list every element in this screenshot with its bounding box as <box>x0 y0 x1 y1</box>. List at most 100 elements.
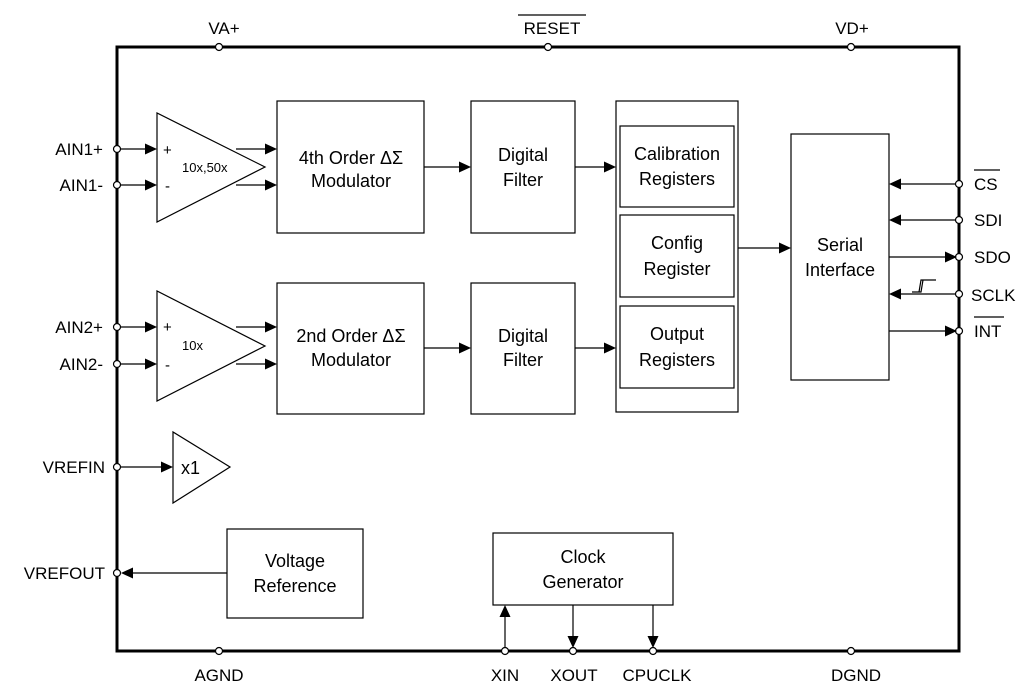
output-registers-box <box>619 305 735 389</box>
pin-reset-label: RESET <box>524 19 581 38</box>
pin-va-label: VA+ <box>208 19 239 38</box>
vrefout-arrow <box>121 567 133 579</box>
pin-dgnd-label: DGND <box>831 666 881 685</box>
pin-agnd-label: AGND <box>194 666 243 685</box>
serial-line1: Serial <box>817 235 863 255</box>
serial-interface-box <box>790 133 890 381</box>
amp1-gain: 10x,50x <box>182 160 228 175</box>
vrefin-arrow <box>161 461 173 473</box>
calibration-line1: Calibration <box>634 144 720 164</box>
pin-vd-label: VD+ <box>835 19 869 38</box>
vref-line1: Voltage <box>265 551 325 571</box>
filter2-line2: Filter <box>503 350 543 370</box>
amp2-minus: - <box>165 357 170 374</box>
pin-xout-label: XOUT <box>550 666 597 685</box>
pin-ain1p-terminal <box>112 144 122 154</box>
pin-va-terminal <box>214 42 224 52</box>
pin-sclk-terminal <box>954 289 964 299</box>
pin-ain2p-terminal <box>112 322 122 332</box>
ain1n-arrow <box>145 179 157 191</box>
serial-line2: Interface <box>805 260 875 280</box>
filter2-to-regs-arrow <box>604 342 616 354</box>
pin-cs-label: CS <box>974 175 998 194</box>
pin-agnd-terminal <box>214 646 224 656</box>
calibration-registers-box <box>619 125 735 208</box>
modulator2-line1: 2nd Order ΔΣ <box>296 326 405 346</box>
filter1-box <box>470 100 576 234</box>
amp1-out-bottom-arrow <box>265 179 277 191</box>
ain1p-arrow <box>145 143 157 155</box>
ain2n-arrow <box>145 358 157 370</box>
filter1-line1: Digital <box>498 145 548 165</box>
pin-reset-terminal <box>543 42 553 52</box>
vref-line2: Reference <box>253 576 336 596</box>
filter2-line1: Digital <box>498 326 548 346</box>
amp1-triangle <box>156 112 267 223</box>
pin-vd-terminal <box>846 42 856 52</box>
buffer-gain: x1 <box>181 458 200 478</box>
sclk-arrow <box>889 288 901 300</box>
cpuclk-arrow <box>647 636 659 648</box>
clock-line2: Generator <box>542 572 623 592</box>
filter1-to-regs-arrow <box>604 161 616 173</box>
config-register-box <box>619 214 735 298</box>
pin-vrefin-label: VREFIN <box>43 458 105 477</box>
modulator2-box <box>276 282 425 415</box>
pin-ain2n-label: AIN2- <box>60 355 103 374</box>
filter2-box <box>470 282 576 415</box>
pin-vrefout-terminal <box>112 568 122 578</box>
calibration-line2: Registers <box>639 169 715 189</box>
modulator2-line2: Modulator <box>311 350 391 370</box>
xout-arrow <box>567 636 579 648</box>
output-line2: Registers <box>639 350 715 370</box>
schmitt-trigger-icon <box>912 279 936 293</box>
clock-generator-box <box>492 532 674 606</box>
amp1-minus: - <box>165 178 170 195</box>
pin-dgnd-terminal <box>846 646 856 656</box>
amp1-out-top-arrow <box>265 143 277 155</box>
cs-arrow <box>889 178 901 190</box>
int-arrow <box>945 325 957 337</box>
amp2-plus: + <box>163 319 172 336</box>
pin-ain1p-label: AIN1+ <box>55 140 103 159</box>
pin-ain1n-label: AIN1- <box>60 176 103 195</box>
pin-cpuclk-label: CPUCLK <box>623 666 693 685</box>
pin-cs-terminal <box>954 179 964 189</box>
regs-to-serial-arrow <box>779 242 791 254</box>
modulator1-line2: Modulator <box>311 171 391 191</box>
pin-vrefout-label: VREFOUT <box>24 564 105 583</box>
amp2-out-bottom-arrow <box>265 358 277 370</box>
modulator1-line1: 4th Order ΔΣ <box>299 148 403 168</box>
xin-arrow <box>499 605 511 617</box>
pin-sdi-terminal <box>954 215 964 225</box>
amp2-gain: 10x <box>182 338 203 353</box>
chip-outline <box>115 45 961 653</box>
config-line2: Register <box>643 259 710 279</box>
pin-int-label: INT <box>974 322 1001 341</box>
output-line1: Output <box>650 324 704 344</box>
filter1-line2: Filter <box>503 170 543 190</box>
pin-xin-terminal <box>500 646 510 656</box>
amp1-plus: + <box>163 142 172 159</box>
mod1-to-filter1-arrow <box>459 161 471 173</box>
mod2-to-filter2-arrow <box>459 342 471 354</box>
sdi-arrow <box>889 214 901 226</box>
ain2p-arrow <box>145 321 157 333</box>
pin-sdi-label: SDI <box>974 211 1002 230</box>
pin-sdo-label: SDO <box>974 248 1011 267</box>
pin-cpuclk-terminal <box>648 646 658 656</box>
modulator1-box <box>276 100 425 234</box>
amp2-triangle <box>156 290 267 402</box>
pin-xin-label: XIN <box>491 666 519 685</box>
voltage-reference-box <box>226 528 364 619</box>
pin-sclk-label: SCLK <box>971 286 1016 305</box>
buffer-triangle <box>172 430 232 505</box>
pin-ain2p-label: AIN2+ <box>55 318 103 337</box>
clock-line1: Clock <box>560 547 606 567</box>
config-line1: Config <box>651 233 703 253</box>
pin-ain2n-terminal <box>112 359 122 369</box>
amp2-out-top-arrow <box>265 321 277 333</box>
pin-xout-terminal <box>568 646 578 656</box>
pin-ain1n-terminal <box>112 180 122 190</box>
